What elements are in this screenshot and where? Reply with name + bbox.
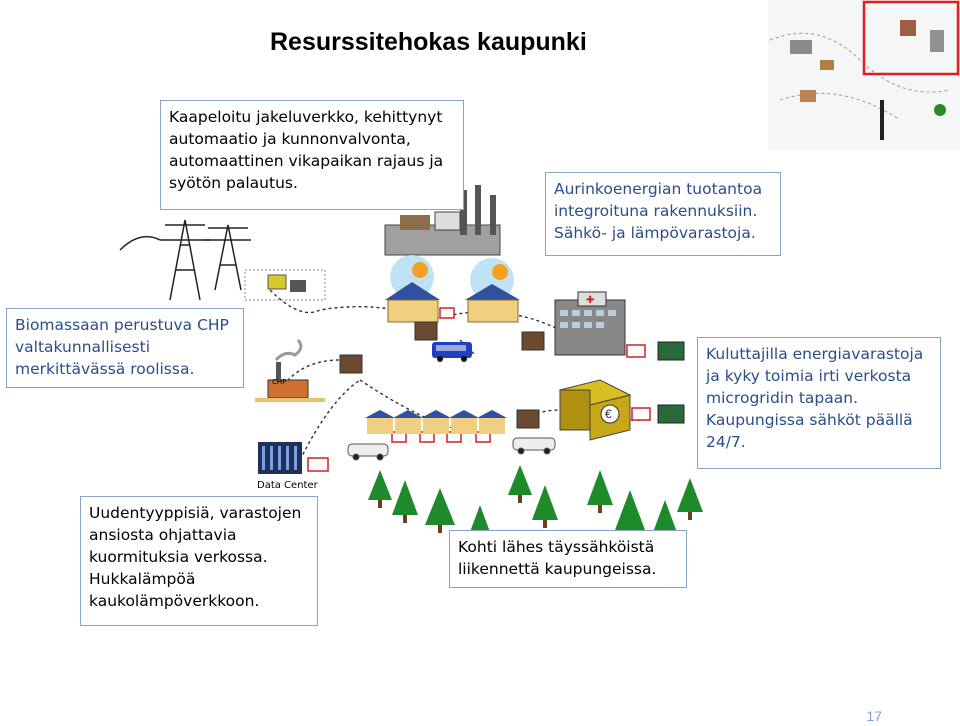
- box-line: Aurinkoenergian tuotantoa: [554, 180, 763, 198]
- page-number: 17: [866, 708, 882, 724]
- page-title: Resurssitehokas kaupunki: [270, 28, 587, 56]
- forest: [368, 465, 703, 548]
- grid-automation-box: Kaapeloitu jakeluverkko, kehittynyt auto…: [160, 100, 464, 210]
- box-line: 24/7.: [706, 433, 746, 451]
- box-line: Kuluttajilla energiavarastoja: [706, 345, 924, 363]
- box-line: valtakunnallisesti: [15, 338, 151, 356]
- box-line: Kohti lähes täyssähköistä: [458, 538, 655, 556]
- svg-text:✚: ✚: [586, 295, 594, 306]
- box-line: Hukkalämpöä: [89, 570, 196, 588]
- factory: [384, 185, 501, 256]
- box-line: kaukolämpöverkkoon.: [89, 592, 260, 610]
- electric-bus: [432, 342, 472, 362]
- electric-cars: [347, 437, 556, 461]
- box-line: integroituna rakennuksiin.: [554, 202, 758, 220]
- sheds: [339, 321, 545, 429]
- biomass-chp-box: Biomassaan perustuva CHP valtakunnallise…: [6, 308, 244, 388]
- electric-traffic-box: Kohti lähes täyssähköistä liikennettä ka…: [449, 530, 687, 588]
- flexible-loads-box: Uudentyyppisiä, varastojen ansiosta ohja…: [80, 496, 318, 626]
- box-line: Sähkö- ja lämpövarastoja.: [554, 224, 756, 242]
- energy-storage-unit: €: [558, 379, 632, 441]
- box-line: Uudentyyppisiä, varastojen: [89, 504, 302, 522]
- box-line: kuormituksia verkossa.: [89, 548, 268, 566]
- box-line: merkittävässä roolissa.: [15, 360, 195, 378]
- backup-generators: [657, 341, 685, 424]
- substation: [244, 269, 326, 301]
- solar-integration-box: Aurinkoenergian tuotantoa integroituna r…: [545, 172, 781, 256]
- box-line: syötön palautus.: [169, 174, 298, 192]
- chp-plant: [255, 339, 325, 402]
- row-houses: [365, 410, 507, 434]
- chp-plant-label: CHP: [272, 378, 287, 386]
- solar-houses: [385, 255, 520, 323]
- box-line: microgridin tapaan.: [706, 389, 859, 407]
- box-line: Kaupungissa sähköt päällä: [706, 411, 913, 429]
- box-line: automaattinen vikapaikan rajaus ja: [169, 152, 444, 170]
- box-line: liikennettä kaupungeissa.: [458, 560, 657, 578]
- box-line: Biomassaan perustuva CHP: [15, 316, 229, 334]
- box-line: ja kyky toimia irti verkosta: [706, 367, 912, 385]
- hospital: ✚: [554, 291, 626, 356]
- data-center-label: Data Center: [257, 480, 318, 491]
- box-line: Kaapeloitu jakeluverkko, kehittynyt: [169, 108, 443, 126]
- svg-text:€: €: [605, 407, 612, 421]
- battery-icons: [307, 307, 651, 472]
- box-line: ansiosta ohjattavia: [89, 526, 237, 544]
- box-line: automaatio ja kunnonvalvonta,: [169, 130, 411, 148]
- data-center: [258, 442, 302, 474]
- power-pylons: [119, 219, 251, 301]
- overview-map-thumbnail: [768, 0, 960, 150]
- consumer-storage-box: Kuluttajilla energiavarastoja ja kyky to…: [697, 337, 941, 469]
